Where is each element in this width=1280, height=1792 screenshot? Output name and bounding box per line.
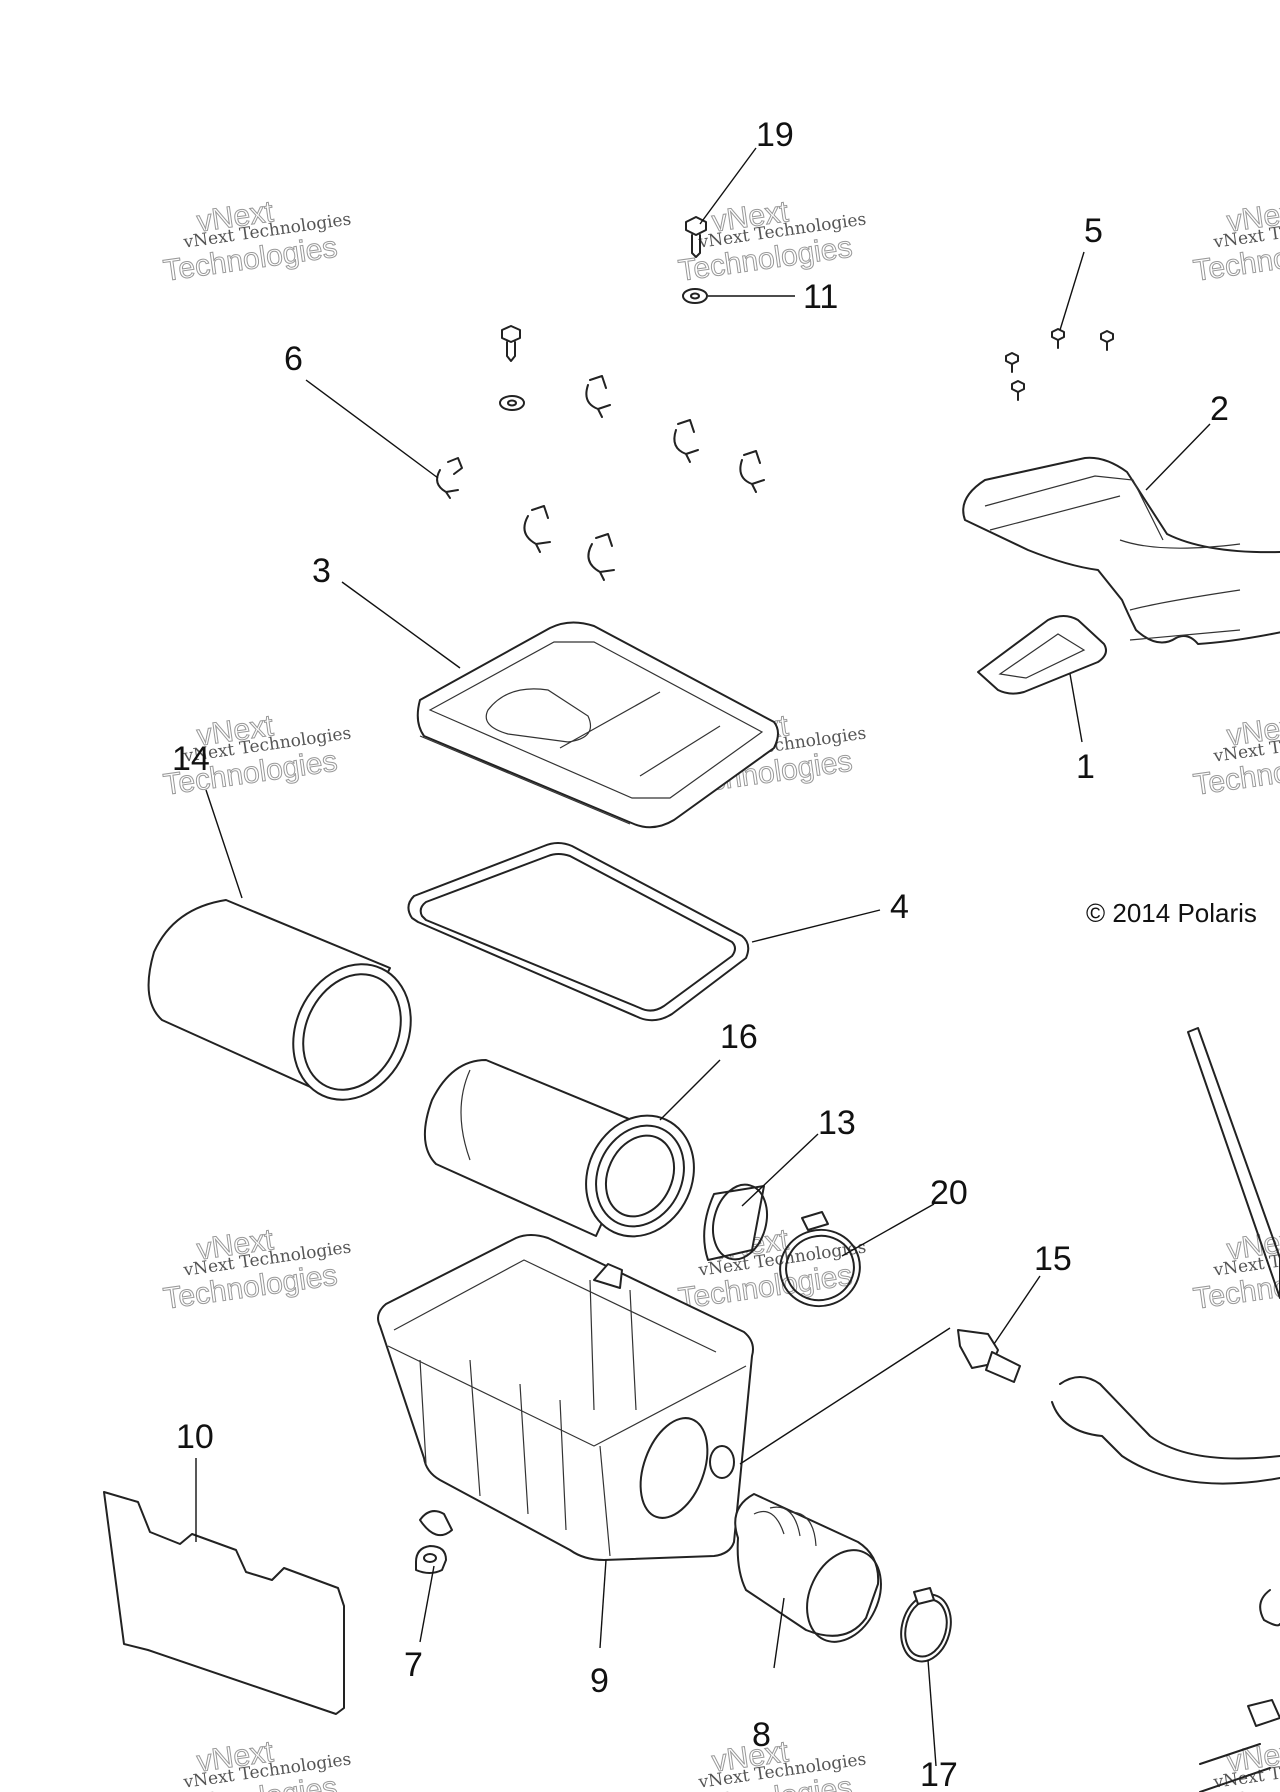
copyright-notice: © 2014 Polaris	[1086, 898, 1257, 928]
callout-2: 2	[1210, 390, 1229, 428]
part-16-air-filter	[423, 1059, 695, 1238]
part-3-airbox-cover	[416, 621, 779, 829]
callout-4: 4	[890, 888, 909, 926]
part-1-gasket	[977, 615, 1107, 695]
callout-7: 7	[404, 1646, 423, 1684]
callout-6: 6	[284, 340, 303, 378]
part-9-airbox-base	[377, 1234, 754, 1561]
callout-9: 9	[590, 1662, 609, 1700]
callout-14: 14	[172, 740, 210, 778]
part-8-intake-boot	[734, 1493, 882, 1643]
callout-10: 10	[176, 1418, 214, 1456]
callout-5: 5	[1084, 212, 1103, 250]
part-14-prefilter-sleeve	[147, 899, 412, 1101]
callout-labels: 19 5 11 6 2 3 14 1 4 16 13 20 15 10 7 9 …	[172, 116, 1229, 1792]
part-4-seal	[407, 842, 750, 1022]
callout-19: 19	[756, 116, 794, 154]
part-13-ring	[703, 1183, 768, 1261]
callout-17: 17	[920, 1756, 958, 1792]
part-6-clips	[436, 375, 765, 581]
part-17-clamp	[900, 1587, 952, 1663]
part-10-panel	[103, 1491, 345, 1715]
part-7-grommet	[415, 1545, 447, 1574]
hose	[1051, 1027, 1280, 1792]
callout-11: 11	[803, 278, 838, 316]
callout-20: 20	[930, 1174, 968, 1212]
callout-13: 13	[818, 1104, 856, 1142]
part-20-clamp	[779, 1211, 861, 1308]
callout-8: 8	[752, 1716, 771, 1754]
leader-lines	[195, 147, 1211, 1767]
callout-15: 15	[1034, 1240, 1072, 1278]
part-11-washer	[682, 288, 708, 304]
part-2-intake-duct	[962, 456, 1280, 645]
part-15-fitting	[957, 1329, 1021, 1383]
part-5-screws	[1005, 328, 1114, 401]
callout-16: 16	[720, 1018, 758, 1056]
callout-3: 3	[312, 552, 331, 590]
bolt-secondary	[499, 325, 525, 411]
callout-1: 1	[1076, 748, 1095, 786]
